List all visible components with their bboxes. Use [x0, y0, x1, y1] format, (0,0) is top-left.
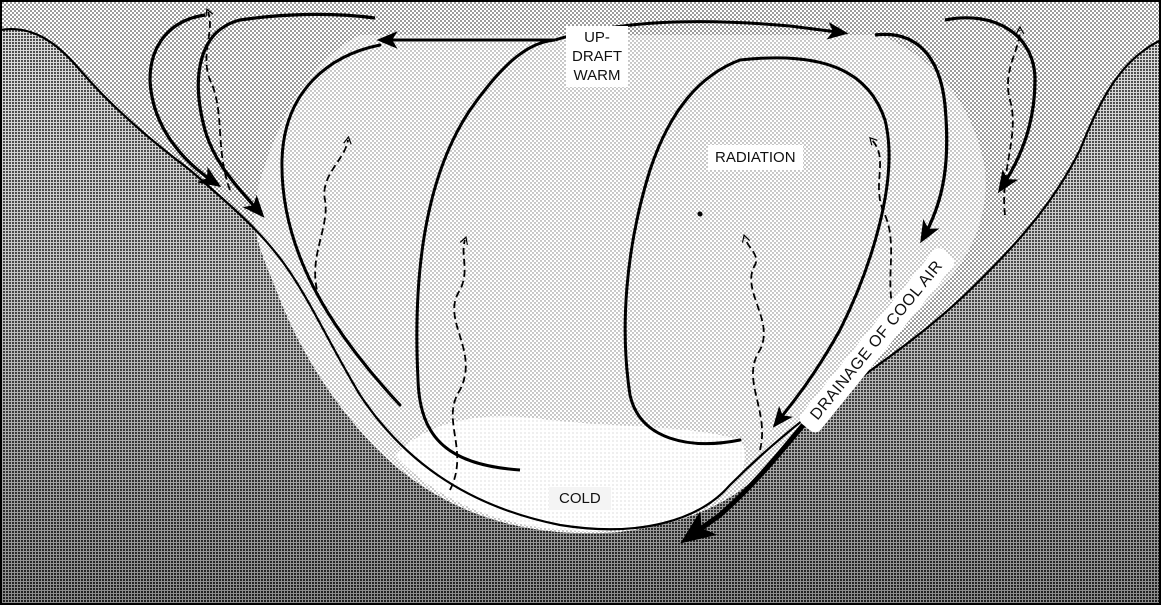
updraft-label-line-3: WARM: [572, 66, 622, 85]
radiation-label: RADIATION: [708, 145, 803, 170]
updraft-warm-label: UP- DRAFT WARM: [566, 26, 628, 87]
marker-dot: [698, 212, 703, 217]
updraft-label-line-2: DRAFT: [572, 47, 622, 66]
cold-label: COLD: [549, 487, 611, 510]
updraft-label-line-1: UP-: [572, 28, 622, 47]
